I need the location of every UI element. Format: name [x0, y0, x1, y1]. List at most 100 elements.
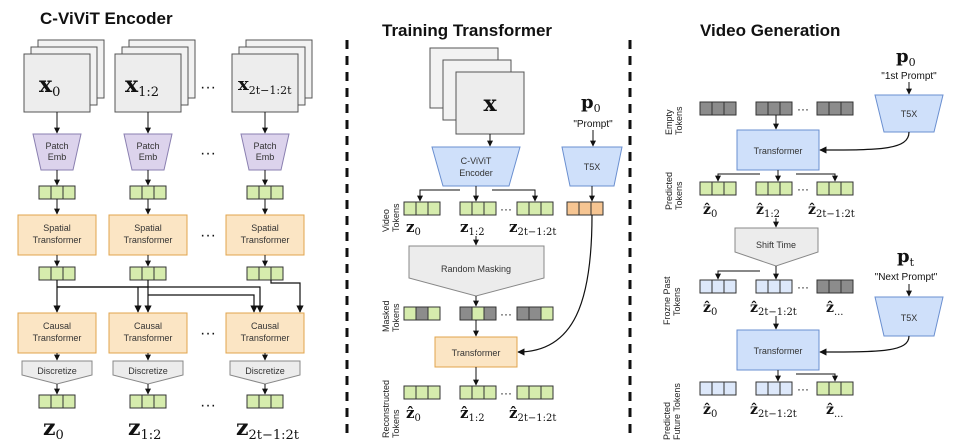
patch-emb-1-line1: Patch [136, 141, 159, 151]
ellipsis: ··· [200, 145, 216, 162]
ellipsis: ··· [200, 325, 216, 342]
t5x-gen-1 [874, 94, 944, 133]
frozen-token-group-1 [755, 279, 793, 294]
frozen-past-label-2: Tokens [672, 287, 682, 316]
arrows-transformer-future [775, 370, 838, 382]
video-token-label-2: z2t−1:2t [509, 218, 556, 238]
pred-token-group-2 [816, 181, 854, 196]
ellipsis: ··· [200, 79, 216, 96]
transformer-train-label: Transformer [452, 348, 501, 358]
ellipsis: ··· [500, 202, 512, 216]
t5x-label-train: T5X [584, 162, 601, 172]
causal-0-line2: Transformer [33, 333, 82, 343]
future-token-group-0 [699, 381, 737, 396]
cvivit-encoder [431, 146, 521, 187]
video-token-group-1 [459, 201, 497, 216]
panel2-title: Training Transformer [382, 21, 552, 40]
causal-2-line1: Causal [251, 321, 279, 331]
spatial-transformer-1 [108, 214, 188, 256]
frozen-token-group-0 [699, 279, 737, 294]
ellipsis: ··· [200, 227, 216, 244]
random-masking [408, 245, 545, 297]
recon-label-0: ẑ0 [406, 404, 421, 424]
future-token-group-1 [755, 381, 793, 396]
empty-tokens-label-2: Tokens [674, 106, 684, 135]
patch-emb-1 [123, 133, 173, 171]
frame-stack-0 [23, 39, 105, 113]
prompt-token-group [566, 201, 604, 216]
encoder-line2: Encoder [459, 168, 493, 178]
predicted-tokens-label-1: Predicted [664, 172, 674, 210]
spatial-2-line2: Transformer [241, 235, 290, 245]
transformer-gen-1 [736, 129, 820, 171]
spatial-2-line1: Spatial [251, 223, 279, 233]
discretize-2-label: Discretize [245, 366, 285, 376]
frozen-label-0: ẑ0 [703, 300, 717, 318]
spatial-transformer-2 [225, 214, 305, 256]
arrow-t5x-transformer-1 [819, 131, 910, 154]
spatial-token-group-1 [129, 266, 167, 281]
future-label-0: ẑ0 [703, 402, 717, 420]
t5x-encoder-train [561, 146, 623, 187]
frame-label-0: x0 [39, 72, 60, 100]
patch-emb-2 [240, 133, 290, 171]
arrows-discretize-out [54, 384, 268, 395]
spatial-0-line1: Spatial [43, 223, 71, 233]
ellipsis: ··· [797, 280, 809, 294]
masked-tokens-label-2: Tokens [391, 303, 401, 332]
patch-token-group-2 [246, 185, 284, 200]
empty-token-group-0 [699, 101, 737, 116]
arrows-causal-discretize [54, 353, 268, 361]
empty-tokens-label-1: Empty [664, 109, 674, 135]
discretize-1-label: Discretize [128, 366, 168, 376]
recon-token-group-2 [516, 385, 554, 400]
promptt-symbol: pt [897, 246, 915, 269]
masked-tokens-label-1: Masked [381, 300, 391, 332]
output-label-1: z1:2 [128, 415, 161, 443]
output-token-group-2 [246, 394, 284, 409]
spatial-0-line2: Transformer [33, 235, 82, 245]
frozen-label-1: ẑ2t−1:2t [750, 300, 797, 318]
patch-emb-0-line2: Emb [48, 152, 67, 162]
t5x-gen-2-label: T5X [901, 313, 918, 323]
pred-label-2: ẑ2t−1:2t [808, 202, 855, 220]
spatial-transformer-0 [17, 214, 97, 256]
pred-label-1: ẑ1:2 [756, 202, 780, 220]
discretize-0-label: Discretize [37, 366, 77, 376]
patch-token-group-1 [129, 185, 167, 200]
video-token-label-1: z1:2 [460, 218, 485, 238]
ellipsis: ··· [797, 102, 809, 116]
video-token-group-2 [516, 201, 554, 216]
prompt0-symbol: p0 [581, 92, 601, 115]
arrows-patch-tokens [54, 170, 268, 186]
discretize-0 [21, 360, 93, 385]
future-label-2: ẑ... [826, 402, 844, 420]
panel1-title: C-ViViT Encoder [40, 9, 173, 28]
video-tokens-label-2: Tokens [391, 203, 401, 232]
frame-x-label: x [483, 91, 497, 117]
arrows-shift-frozen [715, 266, 779, 280]
panel3-title: Video Generation [700, 21, 840, 40]
pred-token-group-0 [699, 181, 737, 196]
transformer-gen-1-label: Transformer [754, 146, 803, 156]
shift-time-label: Shift Time [756, 240, 796, 250]
prompt-text: "Prompt" [573, 119, 613, 130]
encoder-line1: C-ViViT [461, 156, 492, 166]
spatial-1-line1: Spatial [134, 223, 162, 233]
patch-emb-0-line1: Patch [45, 141, 68, 151]
recon-label-2: ẑ2t−1:2t [509, 404, 556, 424]
causal-transformer-1 [108, 312, 188, 354]
spatial-1-line2: Transformer [124, 235, 173, 245]
masked-token-group-1 [459, 306, 497, 321]
patch-emb-2-line2: Emb [256, 152, 275, 162]
recon-token-group-1 [459, 385, 497, 400]
future-label-1: ẑ2t−1:2t [750, 402, 797, 420]
first-prompt-text: "1st Prompt" [881, 71, 937, 82]
patch-token-group-0 [38, 185, 76, 200]
transformer-train [434, 336, 518, 368]
video-token-label-0: z0 [406, 218, 421, 238]
reconstructed-tokens-label-1: Reconstructed [381, 380, 391, 438]
arrows-spatial-tokens [54, 255, 268, 267]
next-prompt-text: "Next Prompt" [875, 272, 938, 283]
frame-stack-2 [231, 39, 313, 113]
